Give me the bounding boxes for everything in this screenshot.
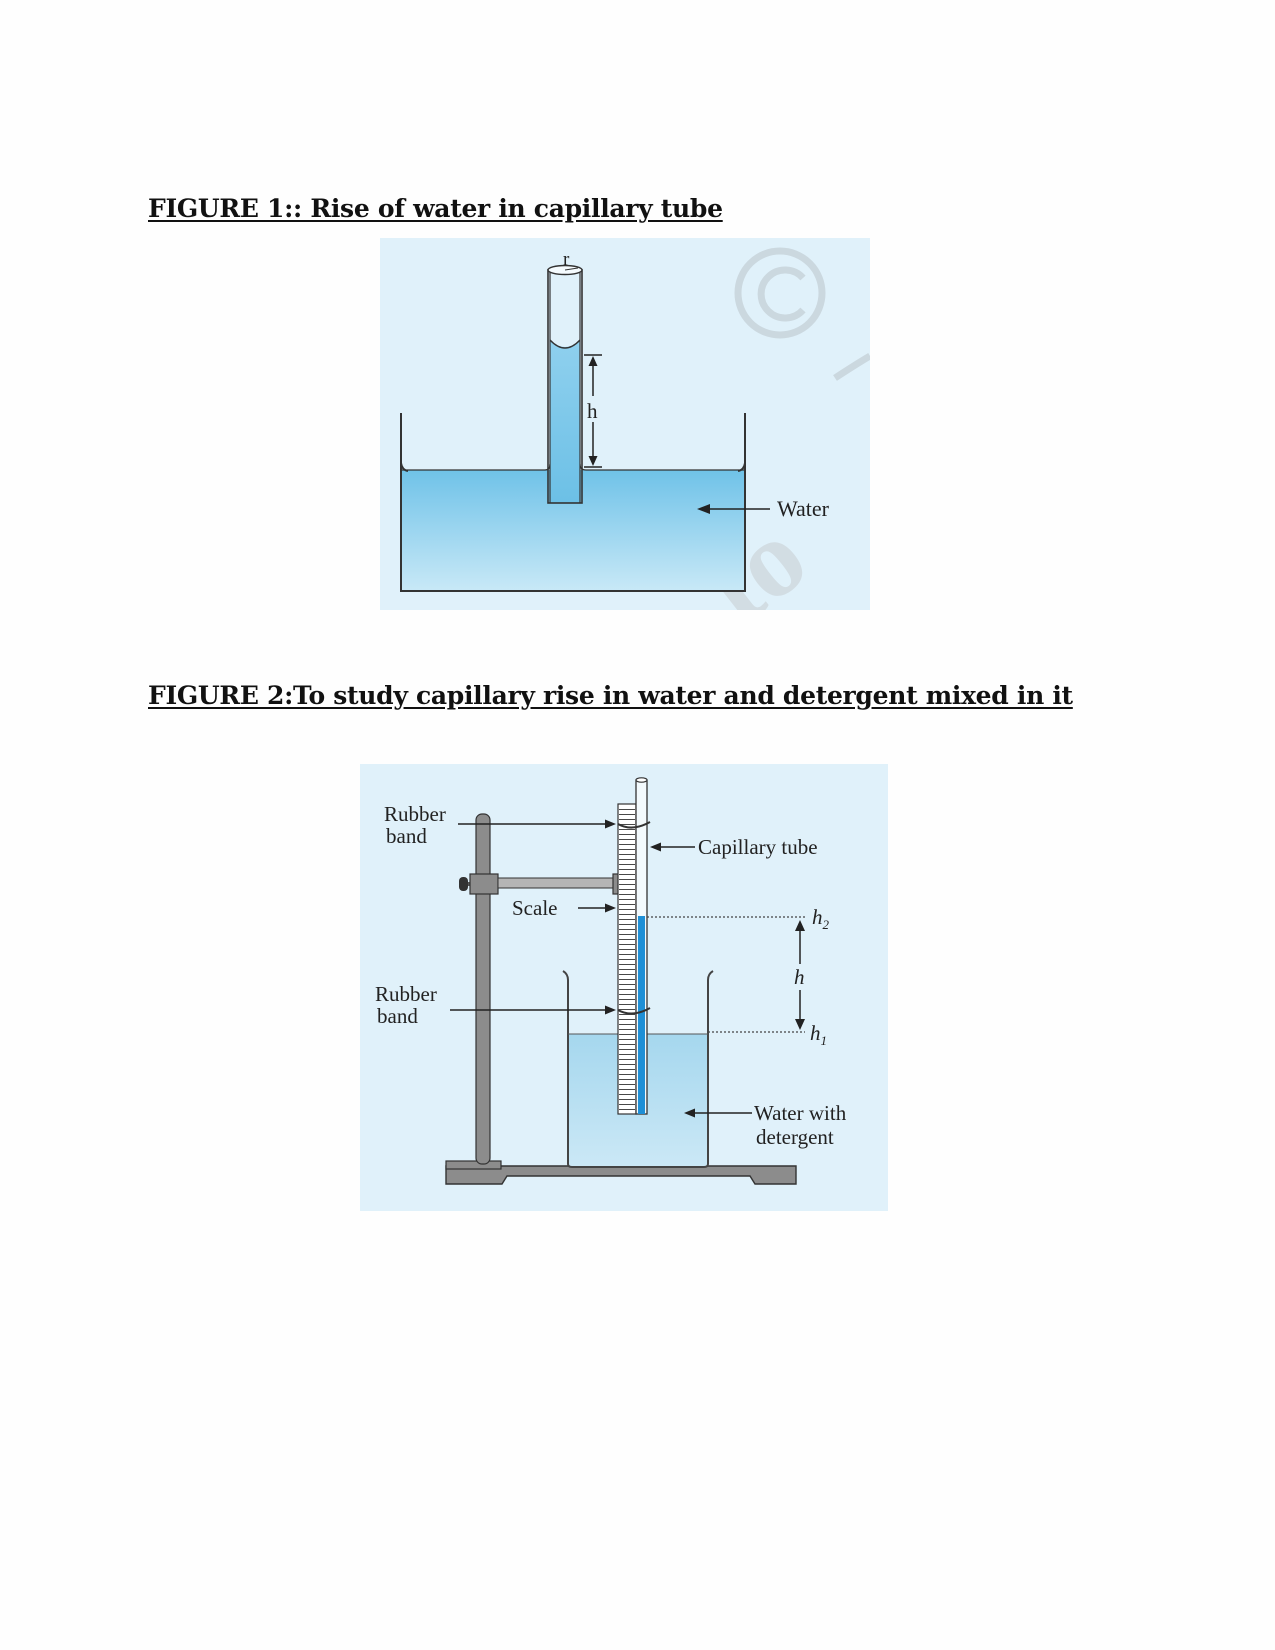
rubber-band-top xyxy=(617,821,651,829)
water-arrow xyxy=(697,504,770,514)
scale-label: Scale xyxy=(512,896,557,920)
stand-base xyxy=(445,1165,797,1185)
water-label: Water xyxy=(777,496,830,521)
figure-1-heading: FIGURE 1:: Rise of water in capillary tu… xyxy=(148,194,723,223)
height-label: h xyxy=(587,399,598,423)
copyright-watermark xyxy=(734,247,870,381)
h1-label: h1 xyxy=(810,1021,827,1048)
height-arrow xyxy=(584,354,602,468)
h-label: h xyxy=(794,965,805,989)
vessel xyxy=(400,413,746,592)
capillary-tube xyxy=(547,264,583,504)
stand-rod xyxy=(475,813,491,1165)
capillary-rise-diagram: to r h Water xyxy=(380,238,870,610)
scale xyxy=(617,803,637,1115)
capillary-tube xyxy=(635,777,648,1115)
capillary-detergent-setup-diagram: Rubber band Rubber band Capillary tube S… xyxy=(360,764,888,1211)
scale-leader xyxy=(578,903,616,913)
water-leader xyxy=(684,1108,752,1118)
rubber-band-top-label: Rubber band xyxy=(384,802,451,848)
rubber-band-bottom-leader xyxy=(450,1005,616,1015)
height-arrow xyxy=(795,920,805,1030)
capillary-tube-leader xyxy=(650,842,695,852)
rubber-band-top-leader xyxy=(458,819,616,829)
radius-label: r xyxy=(563,249,570,270)
rubber-band-bottom xyxy=(617,1007,651,1015)
rubber-band-bottom-label: Rubber band xyxy=(375,982,442,1028)
figure-2-heading: FIGURE 2:To study capillary rise in wate… xyxy=(148,681,1073,710)
h2-label: h2 xyxy=(812,905,830,932)
water-with-detergent-label: Water with detergent xyxy=(754,1101,851,1149)
capillary-tube-label: Capillary tube xyxy=(698,835,818,859)
